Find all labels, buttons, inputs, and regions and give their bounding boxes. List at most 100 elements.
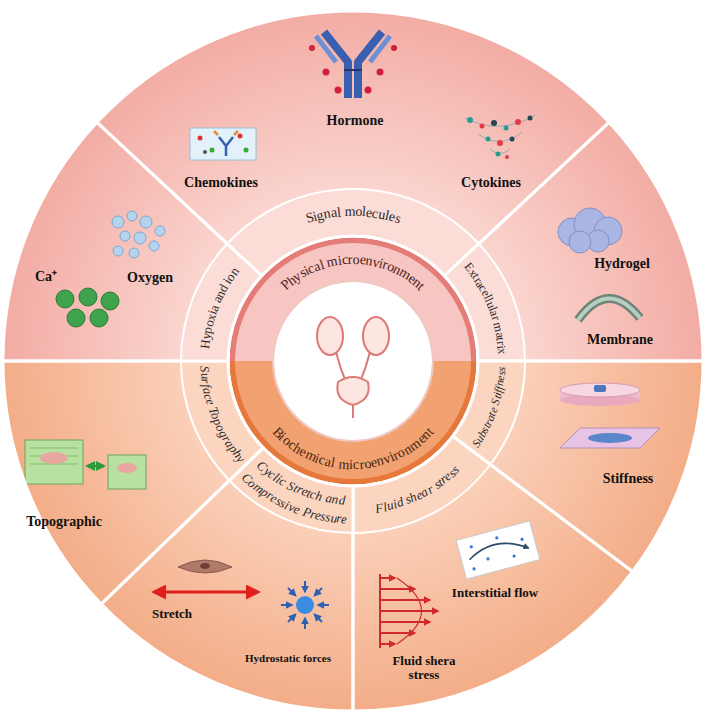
node-shape <box>3 122 262 361</box>
membrane-icon <box>578 298 640 320</box>
hormone-icon <box>324 32 382 98</box>
oxygen-icon <box>140 216 152 228</box>
sector-outline <box>3 122 262 361</box>
chemokines-icon <box>198 136 203 141</box>
stretch-icon <box>154 560 258 592</box>
glyph: c <box>341 253 348 267</box>
oxygen-icon <box>112 211 165 258</box>
stiffness-icon <box>560 383 660 448</box>
node-shape <box>353 436 633 711</box>
hydrogel-icon <box>558 208 622 253</box>
cytokines-icon <box>505 155 509 159</box>
stiffness-icon <box>560 383 640 397</box>
ring-label: Surface Topography <box>191 357 253 472</box>
hydrogel-icon <box>569 231 591 253</box>
glyph: o <box>355 205 363 219</box>
item-label: Hormone <box>327 113 384 128</box>
item-label: Hydrogel <box>594 256 650 271</box>
oxygen-icon <box>112 216 124 228</box>
glyph: c <box>353 458 360 472</box>
hormone-icon <box>391 45 397 51</box>
glyph: e <box>495 375 507 381</box>
glyph: h <box>315 489 324 503</box>
hydrostatic-icon <box>281 581 329 629</box>
ring-label: Substrate Stiffness <box>465 357 513 456</box>
chemokines-icon <box>238 134 243 139</box>
membrane-icon <box>578 298 640 320</box>
stiffness-icon <box>560 428 660 448</box>
glyph: r <box>348 253 353 267</box>
cytokines-icon <box>515 119 521 125</box>
hormone-icon <box>316 36 390 62</box>
sector-wedge: Signal moleculesChemokinesHormoneCytokin… <box>95 9 611 278</box>
node-shape <box>3 361 263 604</box>
node-shape <box>1 120 264 364</box>
kidney-icon <box>363 317 389 355</box>
oxygen-icon <box>120 231 130 241</box>
hydrostatic-icon <box>304 618 306 629</box>
hormone-icon <box>377 69 384 76</box>
sector-outline <box>3 361 263 604</box>
chemokines-icon <box>244 148 249 153</box>
ring-label: Extracellular matrix <box>456 255 514 364</box>
cytokines-icon <box>480 124 485 129</box>
cytokines-icon <box>510 137 515 142</box>
shear-flow-icon <box>380 610 438 612</box>
cytokines-icon <box>467 117 473 123</box>
node-shape <box>351 434 635 713</box>
glyph: o <box>352 253 359 267</box>
interstitial-flow-icon <box>467 536 528 563</box>
oxygen-icon <box>149 241 159 251</box>
shear-flow-icon <box>397 578 422 644</box>
interstitial-flow-icon <box>495 536 499 540</box>
hydrostatic-icon <box>296 596 314 614</box>
glyph: d <box>338 493 346 506</box>
shear-flow-icon <box>380 599 430 601</box>
node-shape <box>99 445 356 713</box>
stretch-icon <box>154 591 258 594</box>
hydrostatic-icon <box>281 604 292 606</box>
glyph: x <box>495 348 508 355</box>
shear-flow-icon <box>380 643 395 645</box>
topographic-icon <box>30 448 78 464</box>
item-label: Interstitial flow <box>452 586 538 600</box>
calcium-icon <box>67 309 85 327</box>
topographic-icon <box>25 440 146 489</box>
interstitial-flow-icon <box>512 554 516 558</box>
glyph: l <box>336 206 341 220</box>
cytokines-icon <box>465 115 535 154</box>
item-label: Chemokines <box>184 175 258 190</box>
item-label: Topographic <box>26 514 102 529</box>
hydrostatic-icon <box>281 581 329 629</box>
hormone-icon <box>309 45 315 51</box>
hormone-icon <box>323 69 330 76</box>
calcium-icon <box>56 290 74 308</box>
kidney-icon <box>360 352 370 382</box>
calcium-icon <box>101 292 119 310</box>
sector-outline <box>97 11 609 276</box>
interstitial-flow-icon <box>456 521 540 579</box>
glyph: s <box>496 370 508 375</box>
shear-flow-icon <box>380 577 395 579</box>
cytokines-icon <box>491 120 497 126</box>
sector-wedge: Extracellular matrix HydrogelMembrane <box>442 120 705 363</box>
calcium-icon <box>79 288 97 306</box>
oxygen-icon <box>134 232 146 244</box>
node-shape <box>95 9 611 278</box>
node-shape <box>442 120 705 363</box>
glyph: i <box>349 458 353 472</box>
hormone-icon <box>335 87 342 94</box>
item-label: Membrane <box>587 332 653 347</box>
sector-wedge: Cyclic Stretch and Compressive PressureS… <box>99 445 356 713</box>
sector-outline <box>444 122 703 361</box>
cytokines-icon <box>504 126 509 131</box>
interstitial-flow-icon <box>520 537 524 541</box>
hydrostatic-icon <box>304 581 306 592</box>
interstitial-flow-icon <box>486 557 490 561</box>
center-label: Physical microenvironment <box>272 246 436 301</box>
label-band <box>444 244 525 361</box>
kidney-icon <box>352 405 354 418</box>
outer-disc <box>3 11 703 711</box>
hormone-icon <box>365 87 372 94</box>
chemokines-icon <box>210 148 215 153</box>
